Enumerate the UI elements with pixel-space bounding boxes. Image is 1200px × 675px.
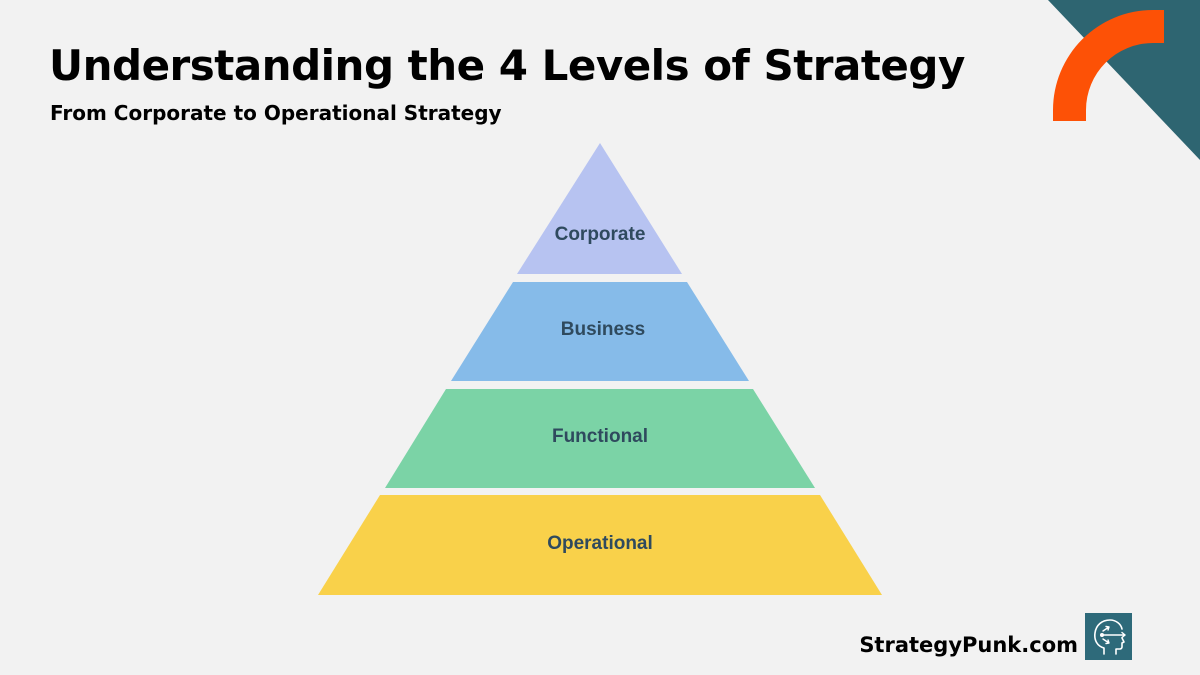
corner-orange-arc (1053, 10, 1164, 121)
pyramid-level-corporate-label: Corporate (555, 224, 646, 245)
pyramid-level-functional-shape (385, 389, 815, 488)
pyramid-level-corporate: Corporate (517, 143, 682, 274)
brand-link[interactable]: StrategyPunk.com (859, 633, 1078, 657)
brand-logo[interactable] (1085, 613, 1132, 660)
pyramid-level-functional-label: Functional (552, 426, 648, 447)
pyramid-level-corporate-shape (517, 143, 682, 274)
pyramid-level-business-shape (451, 282, 749, 381)
pyramid-level-business: Business (451, 282, 749, 381)
pyramid-level-operational: Operational (318, 495, 882, 595)
pyramid-level-functional: Functional (385, 389, 815, 488)
page-title: Understanding the 4 Levels of Strategy (49, 41, 965, 90)
pyramid-level-operational-label: Operational (547, 533, 653, 554)
head-arrows-icon (1094, 619, 1126, 655)
page-subtitle: From Corporate to Operational Strategy (50, 101, 502, 125)
pyramid-level-operational-shape (318, 495, 882, 595)
pyramid-level-business-label: Business (561, 319, 645, 340)
